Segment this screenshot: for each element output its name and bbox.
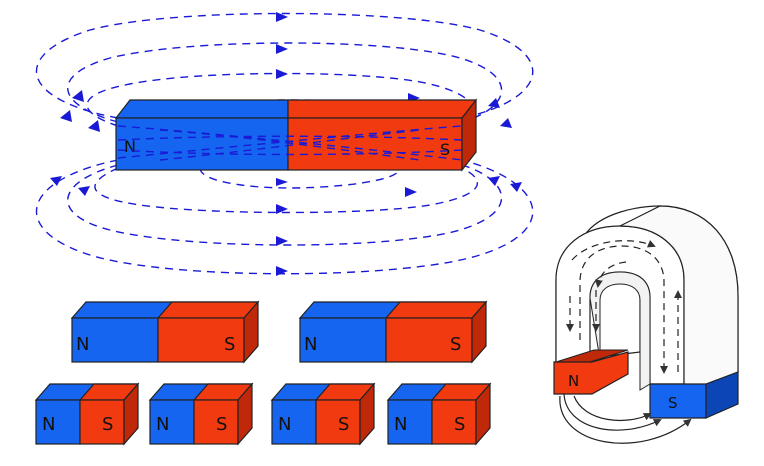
field-line [159, 129, 421, 161]
small-magnet-2: N S [148, 382, 254, 446]
big-magnet-south-label: S [440, 140, 450, 159]
big-magnet-top-south [287, 99, 478, 119]
arrow-icon [488, 176, 500, 186]
small-magnet-4-south-label: S [454, 414, 465, 435]
horseshoe-north-face [553, 351, 629, 395]
arrow-icon [276, 266, 288, 276]
big-magnet-north-label: N [124, 137, 136, 156]
arrow-icon [276, 236, 288, 246]
small-magnet-1-north-label: N [42, 414, 55, 435]
field-line [67, 42, 503, 123]
pair-magnet-2-north-label: N [304, 334, 317, 355]
field-line [159, 129, 421, 161]
small-magnet-3-north-label: N [278, 414, 291, 435]
arrow-icon [276, 69, 288, 79]
small-magnet-2-south-label: S [216, 414, 227, 435]
arrow-icon [500, 118, 512, 128]
field-arrows [50, 12, 522, 276]
field-line [117, 125, 463, 159]
field-lines-front [117, 125, 463, 161]
horseshoe-external-field [559, 393, 692, 444]
field-line [117, 135, 463, 141]
small-magnet-1-south-label: S [102, 414, 113, 435]
arrow-icon [72, 90, 84, 102]
pair-magnet-1: N S [70, 300, 260, 364]
field-line [35, 159, 534, 275]
arrow-icon [276, 204, 288, 214]
field-line [35, 12, 534, 119]
big-magnet-side [461, 98, 477, 172]
arrow-icon [276, 44, 288, 54]
horseshoe-north-label: N [568, 372, 579, 390]
horseshoe-south-label: S [668, 394, 678, 412]
small-magnet-1: N S [34, 382, 140, 446]
pair-magnet-1-north-label: N [76, 334, 89, 355]
small-magnet-3-south-label: S [338, 414, 349, 435]
big-magnet-top-north [114, 99, 289, 119]
small-magnet-4-north-label: N [394, 414, 407, 435]
field-line [86, 72, 474, 127]
arrow-icon [60, 110, 72, 122]
pair-magnet-2-south-label: S [450, 334, 461, 355]
arrow-icon [405, 187, 417, 197]
small-magnet-3: N S [270, 382, 376, 446]
big-bar-magnet: N S [114, 98, 478, 172]
field-line [67, 164, 503, 246]
field-line [117, 149, 463, 156]
arrow-icon [276, 12, 288, 22]
horseshoe-south-face [649, 383, 707, 419]
pair-magnet-2: N S [298, 300, 488, 364]
pair-magnet-1-south-label: S [224, 334, 235, 355]
arrow-icon [88, 120, 100, 132]
arrow-icon [50, 176, 62, 186]
field-line [199, 167, 401, 189]
arrow-icon [78, 186, 90, 196]
small-magnet-4: N S [386, 382, 492, 446]
arrow-icon [276, 178, 288, 186]
horseshoe-field-lines [566, 240, 682, 374]
small-magnet-2-north-label: N [156, 414, 169, 435]
field-line [94, 167, 478, 214]
horseshoe-magnet: N S [553, 205, 739, 444]
horseshoe-south-side [705, 371, 739, 419]
arrow-icon [488, 98, 500, 108]
arrow-icon [510, 182, 522, 192]
